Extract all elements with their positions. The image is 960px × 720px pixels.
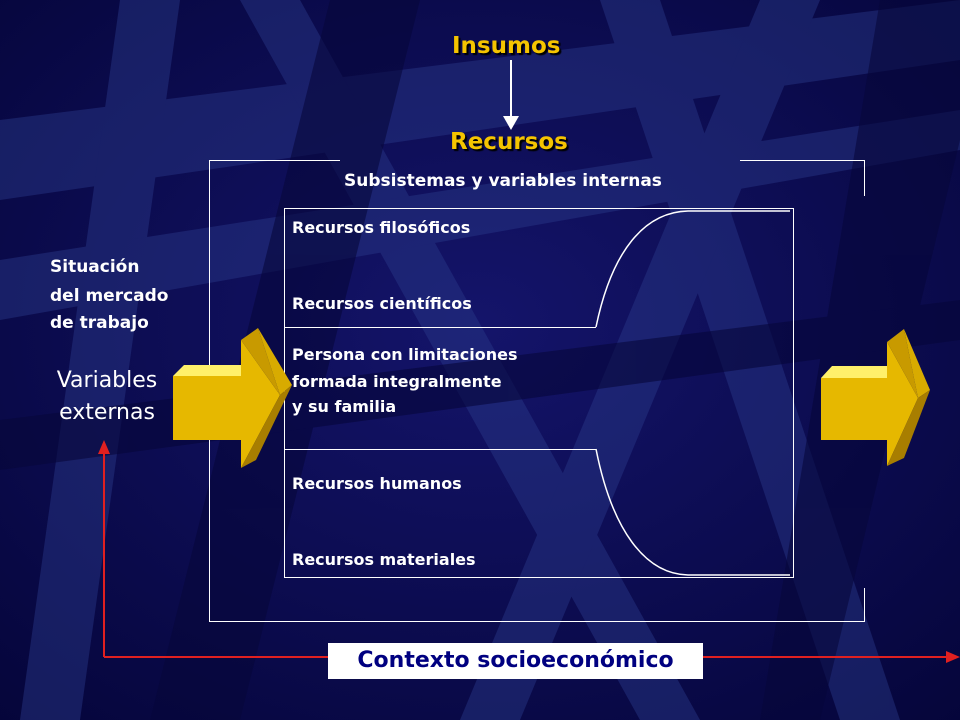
lower-curve bbox=[595, 448, 790, 576]
person-line-3: y su familia bbox=[292, 397, 397, 416]
inner-box-right bbox=[793, 208, 794, 578]
resource-human: Recursos humanos bbox=[292, 474, 462, 493]
market-line-3: de trabajo bbox=[50, 313, 149, 333]
inner-box-top bbox=[284, 208, 794, 209]
upper-curve bbox=[595, 210, 790, 328]
inner-box-bottom bbox=[284, 577, 794, 578]
recursos-label: Recursos bbox=[450, 129, 568, 155]
system-box-right-top bbox=[864, 160, 865, 196]
system-box-top-left bbox=[209, 160, 340, 161]
block-right-arrow-icon bbox=[821, 329, 930, 466]
market-line-2: del mercado bbox=[50, 286, 169, 306]
resource-material: Recursos materiales bbox=[292, 550, 476, 569]
block-right-arrow-icon bbox=[173, 328, 292, 468]
system-title: Subsistemas y variables internas bbox=[344, 171, 662, 191]
system-box-top-right bbox=[740, 160, 865, 161]
down-arrow-icon bbox=[503, 60, 519, 130]
axis-lines bbox=[98, 440, 960, 663]
system-box-bottom bbox=[209, 621, 865, 622]
divider-lower bbox=[284, 449, 596, 450]
resource-scientific: Recursos científicos bbox=[292, 294, 472, 313]
person-line-2: formada integralmente bbox=[292, 372, 502, 391]
context-label: Contexto socioeconómico bbox=[328, 643, 703, 679]
resource-philosophical: Recursos filosóficos bbox=[292, 218, 471, 237]
system-box-right-bottom bbox=[864, 588, 865, 622]
external-line-2: externas bbox=[59, 400, 155, 425]
market-line-1: Situación bbox=[50, 257, 140, 277]
insumos-label: Insumos bbox=[452, 33, 561, 59]
divider-upper bbox=[284, 327, 596, 328]
external-line-1: Variables bbox=[56, 368, 158, 393]
person-line-1: Persona con limitaciones bbox=[292, 345, 518, 364]
